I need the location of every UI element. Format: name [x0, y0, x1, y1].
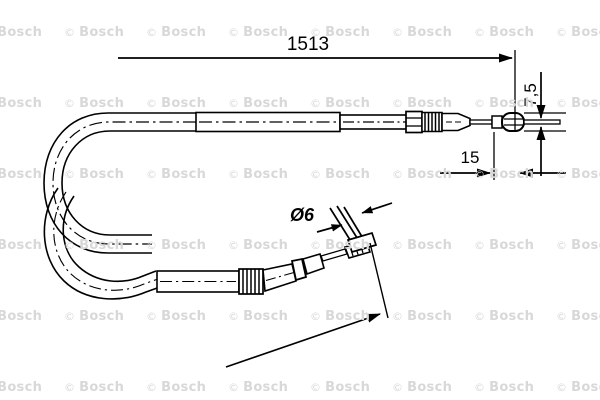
straight-sheath — [195, 111, 341, 133]
u-bend-centerline — [52, 121, 196, 245]
upper-view — [43, 110, 561, 254]
dimension-end-offset: 15 — [440, 132, 566, 180]
inner-wire-lower — [320, 248, 348, 262]
end-collar-lower — [290, 257, 308, 282]
wire-collar — [491, 115, 503, 129]
lower-view — [43, 187, 378, 300]
fork-terminal-base — [346, 231, 378, 254]
end-sleeve — [405, 110, 423, 134]
conical-taper — [441, 112, 471, 132]
dimension-label-1513: 1513 — [287, 34, 329, 55]
dimension-label-diameter6: Ø6 — [290, 205, 315, 225]
conical-taper-lower — [302, 253, 325, 276]
sheath-reduced-section — [339, 114, 409, 130]
straight-sheath-lower — [156, 270, 240, 293]
sheath-angled-lower — [262, 263, 297, 293]
leader-arrow — [225, 242, 389, 368]
barrel-nipple — [501, 112, 561, 132]
u-bend-sheath — [43, 112, 196, 254]
dimension-end-height: 7,5 — [521, 72, 566, 176]
dimension-overall-length: 1513 — [118, 34, 516, 132]
dimension-cable-diameter: Ø6 — [290, 202, 393, 233]
threaded-nut — [421, 111, 443, 133]
ferrule-clamp — [238, 268, 264, 295]
dimension-label-75: 7,5 — [521, 83, 540, 107]
u-bend-sheath-lower — [43, 187, 161, 300]
inner-wire — [469, 119, 493, 125]
u-bend-centerline-lower — [53, 191, 159, 291]
dimension-label-15: 15 — [461, 148, 480, 167]
